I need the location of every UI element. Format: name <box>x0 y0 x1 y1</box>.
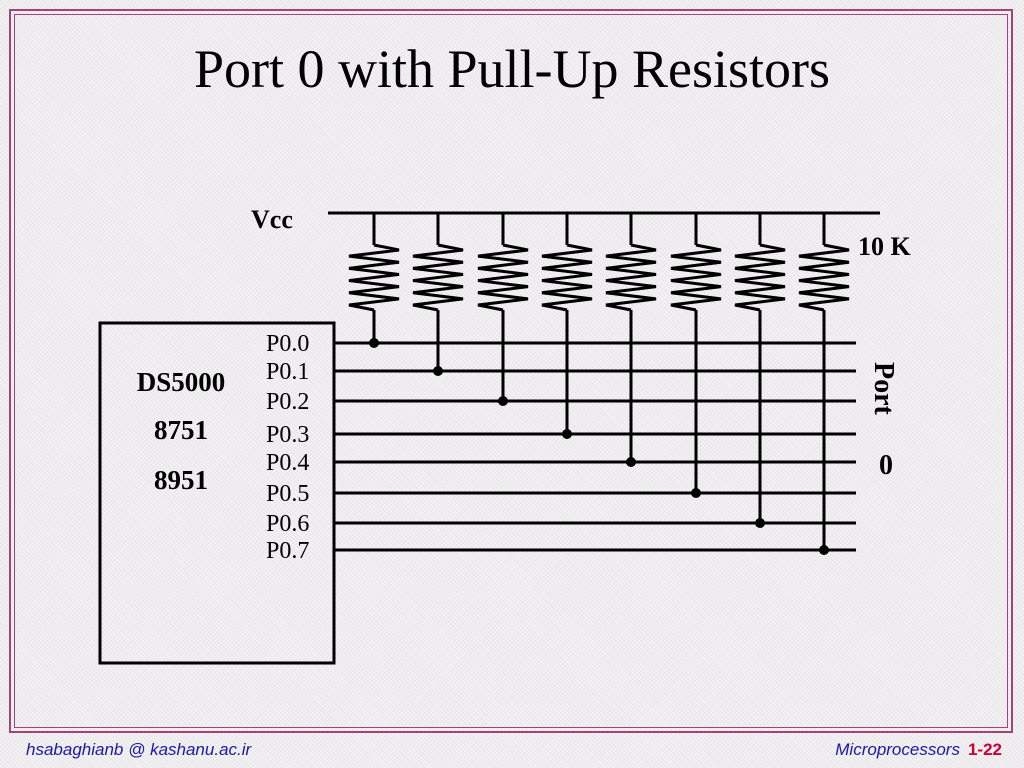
junction-dot <box>626 457 636 467</box>
junction-dot <box>369 338 379 348</box>
junction-dot <box>498 396 508 406</box>
footer-author: hsabaghianb @ kashanu.ac.ir <box>26 740 252 759</box>
footer-course-info: Microprocessors 1-22 <box>835 740 1002 760</box>
pin-label: P0.1 <box>266 359 309 385</box>
port-label-number: 0 <box>879 450 893 481</box>
pin-label: P0.2 <box>266 389 309 415</box>
resistor-value-label: 10 K <box>858 232 912 261</box>
slide-title: Port 0 with Pull-Up Resistors <box>193 39 831 99</box>
pin-label: P0.7 <box>266 538 309 564</box>
pullup-resistor <box>798 213 850 555</box>
chip-label-8751: 8751 <box>154 415 208 445</box>
slide-frame-inner <box>14 14 1008 728</box>
pullup-resistor <box>734 213 786 528</box>
pullup-resistor <box>670 213 722 498</box>
junction-dot <box>562 429 572 439</box>
pin-label: P0.0 <box>266 331 309 357</box>
pullup-resistor <box>348 213 400 348</box>
port-pins: P0.0P0.1P0.2P0.3P0.4P0.5P0.6P0.7 <box>266 331 856 564</box>
pin-label: P0.6 <box>266 511 309 537</box>
junction-dot <box>819 545 829 555</box>
chip-label-8951: 8951 <box>154 465 208 495</box>
junction-dot <box>691 488 701 498</box>
junction-dot <box>755 518 765 528</box>
vcc-label: Vcc <box>251 205 293 234</box>
port-label-word: Port <box>868 362 899 416</box>
chip-label-ds5000: DS5000 <box>137 367 226 397</box>
pin-label: P0.4 <box>266 450 309 476</box>
pullup-resistors <box>348 213 850 555</box>
footer-page-number: 1-22 <box>967 740 1002 759</box>
pullup-resistor <box>605 213 657 467</box>
pullup-resistor <box>412 213 464 376</box>
junction-dot <box>433 366 443 376</box>
pin-label: P0.3 <box>266 422 309 448</box>
pin-label: P0.5 <box>266 481 309 507</box>
footer-course: Microprocessors <box>835 740 960 759</box>
pullup-resistor <box>541 213 593 439</box>
pullup-resistor <box>477 213 529 406</box>
slide-frame-outer <box>9 9 1013 733</box>
